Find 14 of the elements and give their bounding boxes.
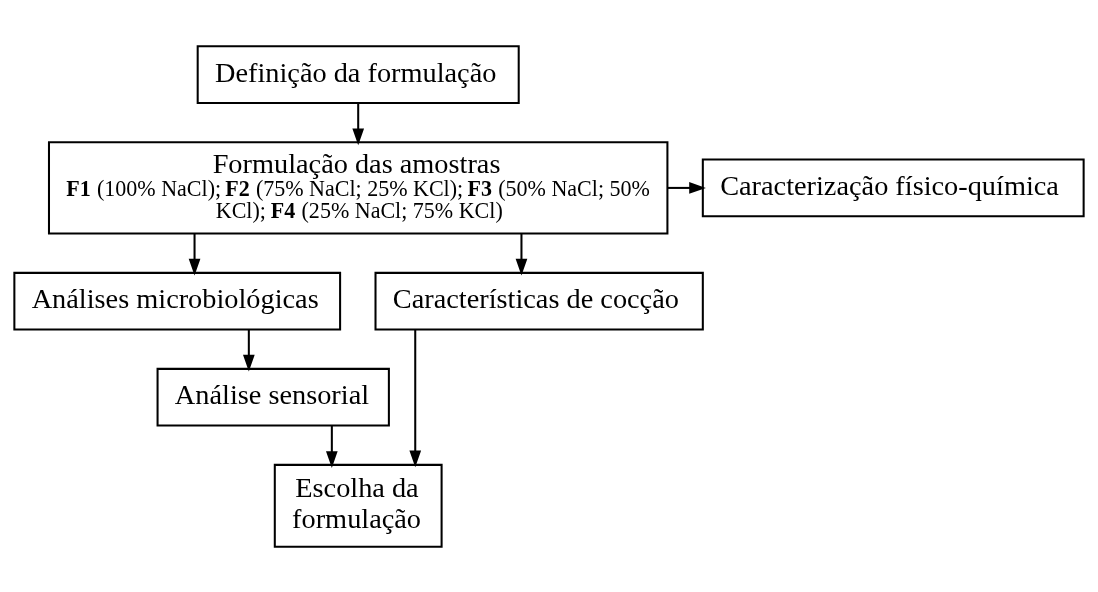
node-box: Características de cocção: [374, 271, 704, 331]
arrow: [667, 181, 706, 194]
node-box: Formulação das amostras F1 (100% NaCl); F2 (75% NaCl; 25% KCl); F3 (50% NaCl; 50% KCl); F4 (25% NaCl; 75% KCl): [47, 140, 669, 235]
node-box: Caracterização físico-química: [701, 158, 1085, 217]
node-box: Análises microbiológicas: [13, 271, 342, 331]
node-box: Análise sensorial: [156, 367, 390, 427]
node-box: Escolha da formulação: [273, 463, 443, 548]
arrow: [409, 329, 422, 467]
arrow: [352, 102, 365, 145]
node-box: Definição da formulação: [196, 44, 520, 104]
arrow: [243, 329, 255, 372]
arrow: [188, 233, 201, 275]
arrow: [326, 425, 338, 468]
arrow: [515, 233, 528, 275]
